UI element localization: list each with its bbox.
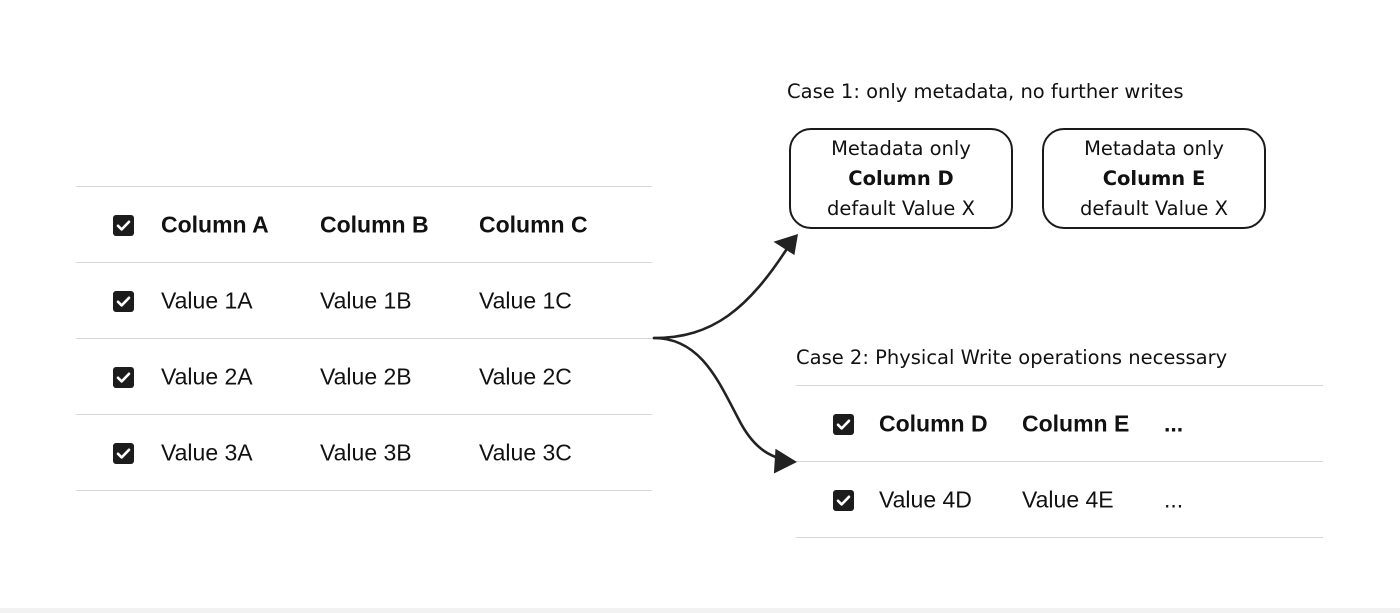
metadata-box-column-e: Metadata only Column E default Value X bbox=[1042, 128, 1266, 229]
table-cell: Value 3A bbox=[161, 439, 253, 465]
arrowhead-case-1 bbox=[773, 234, 798, 256]
table-cell: ... bbox=[1164, 486, 1184, 512]
checked-checkbox-icon[interactable] bbox=[833, 413, 854, 435]
metadata-box-default-value: default Value X bbox=[827, 196, 975, 220]
metadata-box-column-name: Column D bbox=[848, 166, 954, 190]
table-cell: Value 1B bbox=[320, 287, 412, 313]
source-table: Column A Column B Column C Value 1A Valu… bbox=[76, 186, 652, 491]
table-cell: Value 2C bbox=[479, 363, 572, 389]
result-table-header: Column D Column E ... bbox=[796, 385, 1323, 461]
header-cell: Column C bbox=[479, 211, 588, 237]
table-row: Value 2A Value 2B Value 2C bbox=[76, 338, 652, 414]
bottom-band bbox=[0, 608, 1400, 613]
result-table: Column D Column E ... Value 4D Value 4E … bbox=[796, 385, 1323, 538]
header-cell: Column B bbox=[320, 211, 429, 237]
header-cell: Column D bbox=[879, 410, 988, 436]
table-row: Value 3A Value 3B Value 3C bbox=[76, 414, 652, 491]
header-cell: Column E bbox=[1022, 410, 1130, 436]
checked-checkbox-icon[interactable] bbox=[113, 214, 134, 236]
table-cell: Value 3C bbox=[479, 439, 572, 465]
case-1-label: Case 1: only metadata, no further writes bbox=[787, 80, 1184, 103]
metadata-box-default-value: default Value X bbox=[1080, 196, 1228, 220]
table-row: Value 1A Value 1B Value 1C bbox=[76, 262, 652, 338]
table-cell: Value 4E bbox=[1022, 486, 1114, 512]
checked-checkbox-icon[interactable] bbox=[113, 442, 134, 464]
source-table-header: Column A Column B Column C bbox=[76, 186, 652, 262]
arrow-to-case-2 bbox=[652, 336, 794, 463]
case-2-label: Case 2: Physical Write operations necess… bbox=[796, 346, 1228, 369]
metadata-box-column-d: Metadata only Column D default Value X bbox=[789, 128, 1013, 229]
table-cell: Value 2B bbox=[320, 363, 412, 389]
table-cell: Value 1C bbox=[479, 287, 572, 313]
arrowhead-case-2 bbox=[773, 448, 797, 474]
checked-checkbox-icon[interactable] bbox=[113, 366, 134, 388]
table-cell: Value 1A bbox=[161, 287, 253, 313]
arrow-to-case-1 bbox=[652, 242, 792, 340]
checked-checkbox-icon[interactable] bbox=[833, 489, 854, 511]
header-cell: Column A bbox=[161, 211, 269, 237]
checked-checkbox-icon[interactable] bbox=[113, 290, 134, 312]
metadata-box-column-name: Column E bbox=[1102, 166, 1206, 190]
table-cell: Value 4D bbox=[879, 486, 972, 512]
table-cell: Value 3B bbox=[320, 439, 412, 465]
metadata-box-line: Metadata only bbox=[1084, 136, 1224, 160]
metadata-box-line: Metadata only bbox=[831, 136, 971, 160]
table-row: Value 4D Value 4E ... bbox=[796, 461, 1323, 538]
header-cell: ... bbox=[1164, 410, 1184, 436]
table-cell: Value 2A bbox=[161, 363, 253, 389]
